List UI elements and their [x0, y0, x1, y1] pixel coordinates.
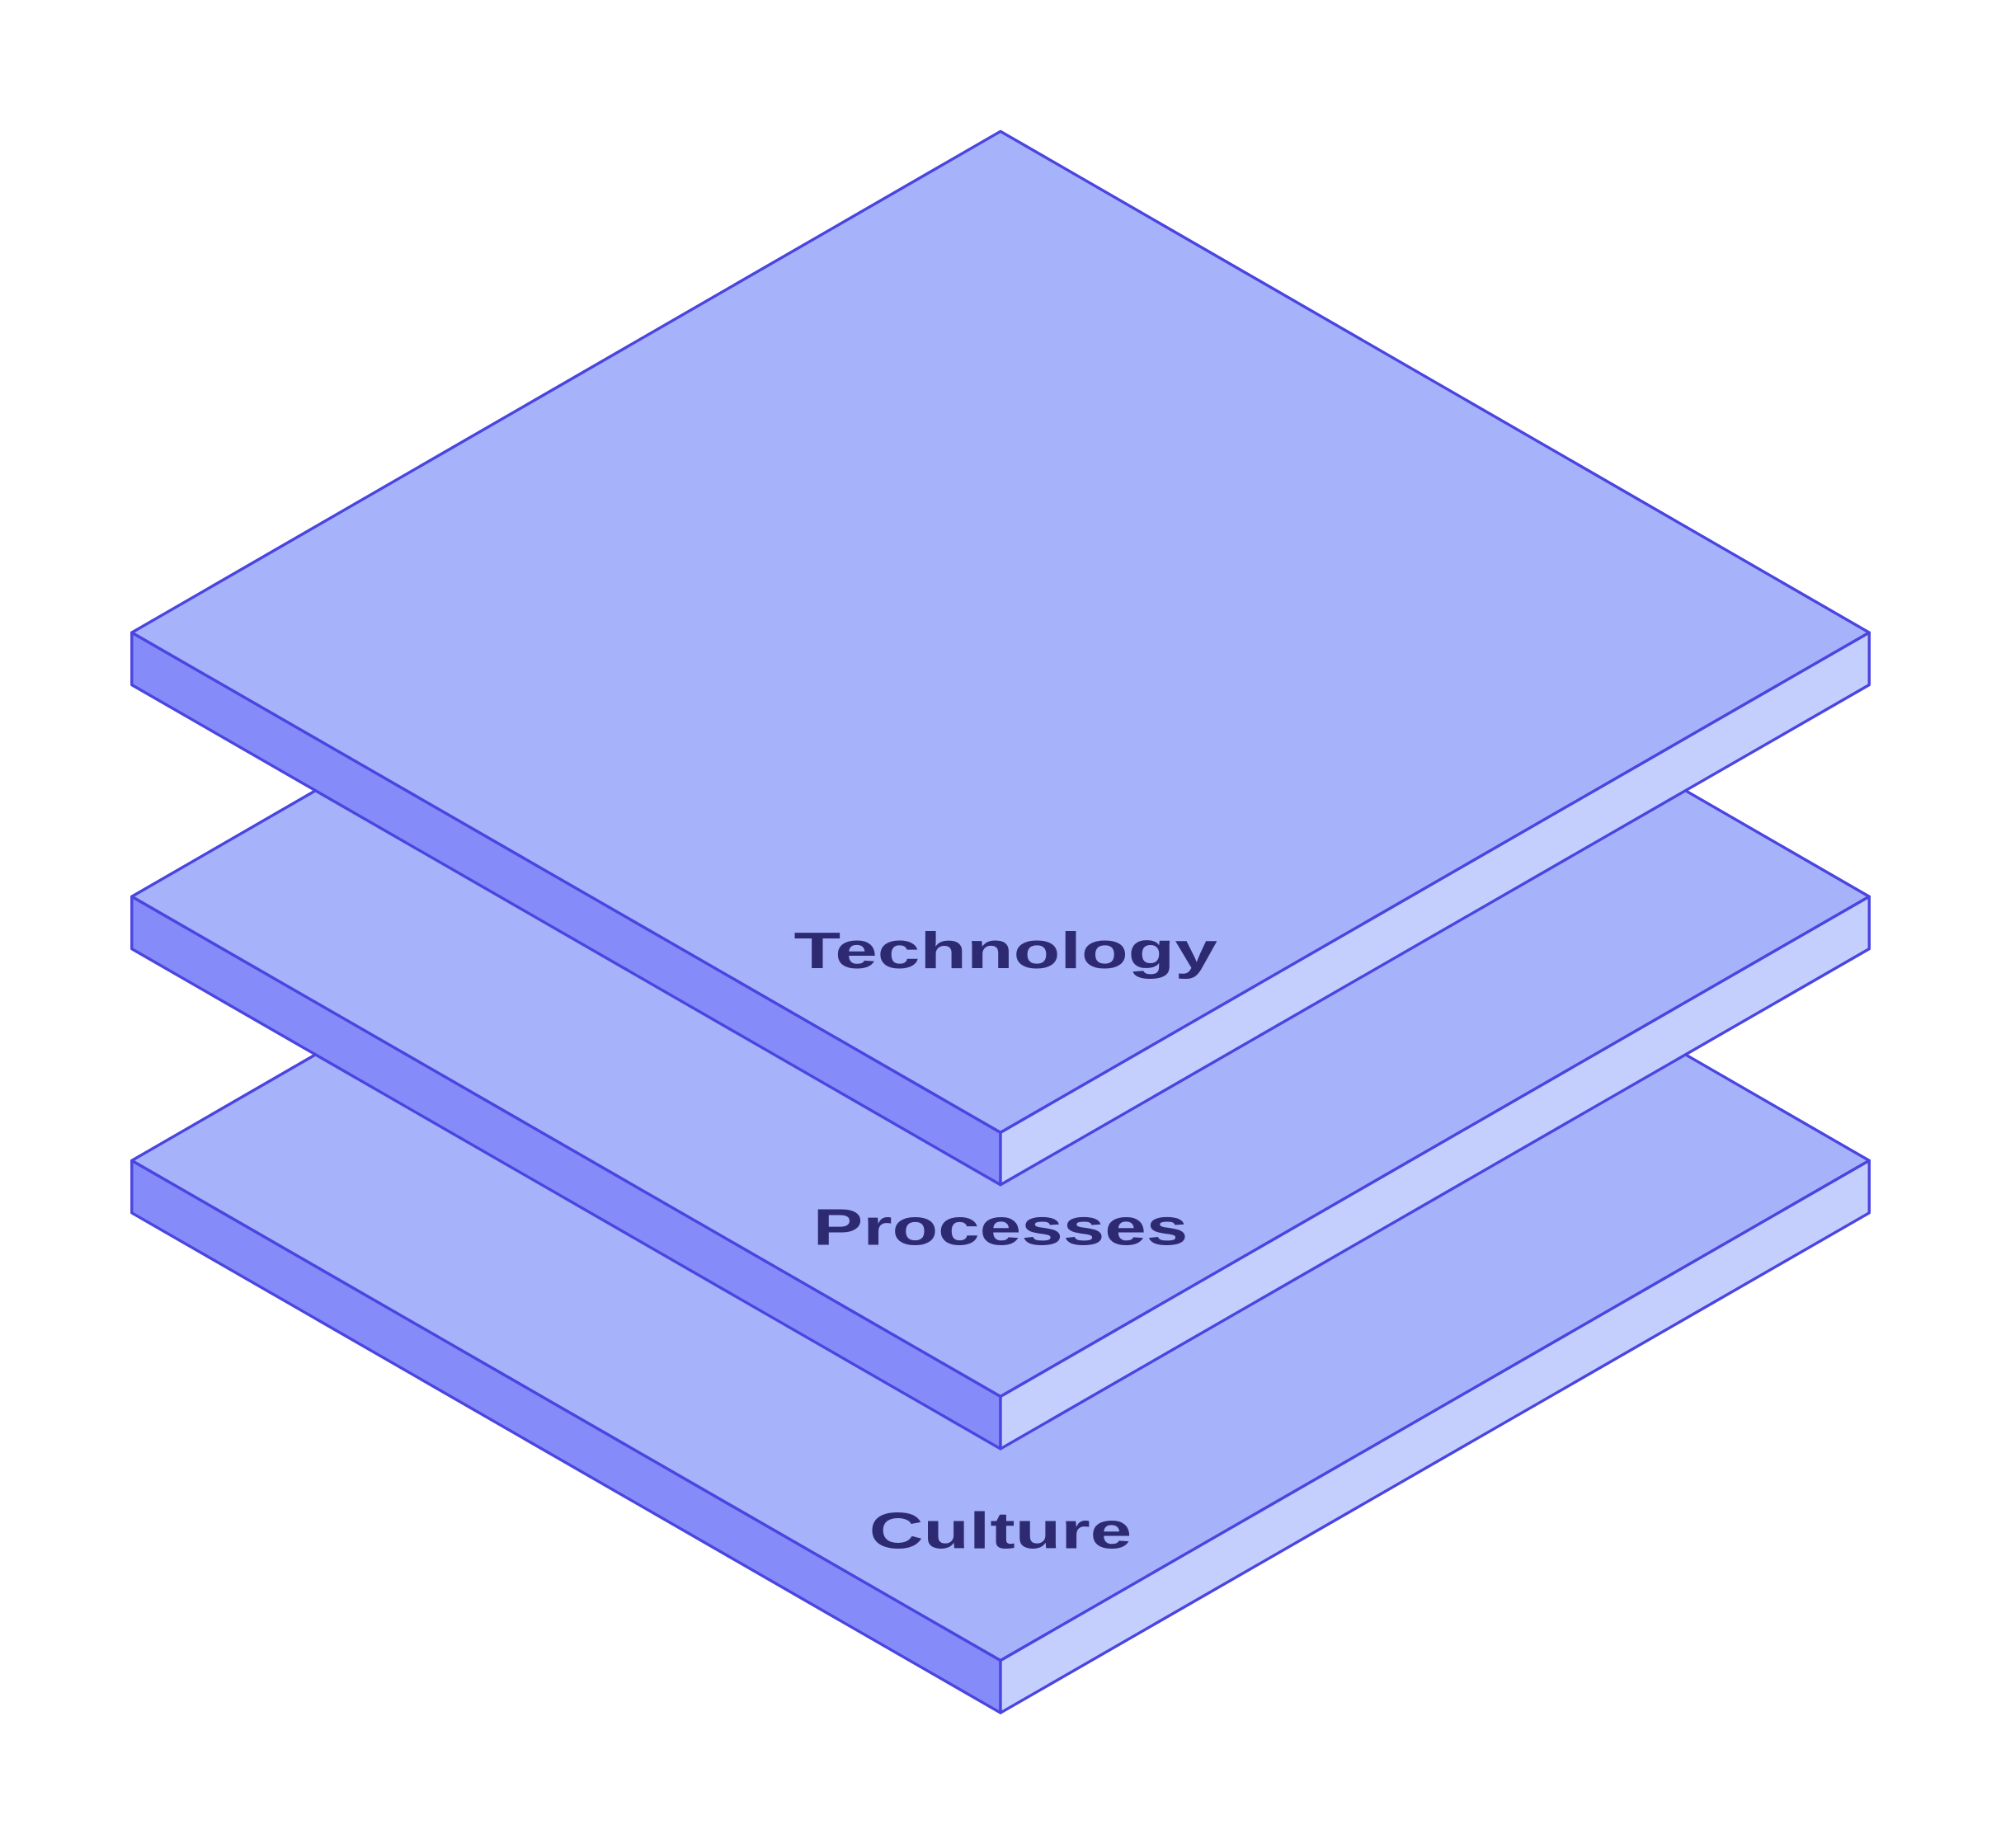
- processes-label: Processes: [813, 1199, 1189, 1256]
- culture-label: Culture: [869, 1503, 1132, 1560]
- technology-label: Technology: [793, 923, 1217, 980]
- layer-technology: Technology: [130, 129, 1871, 1187]
- technology-right-side: [999, 631, 1871, 1187]
- processes-right-side: [999, 895, 1871, 1451]
- culture-right-side: [999, 1159, 1871, 1714]
